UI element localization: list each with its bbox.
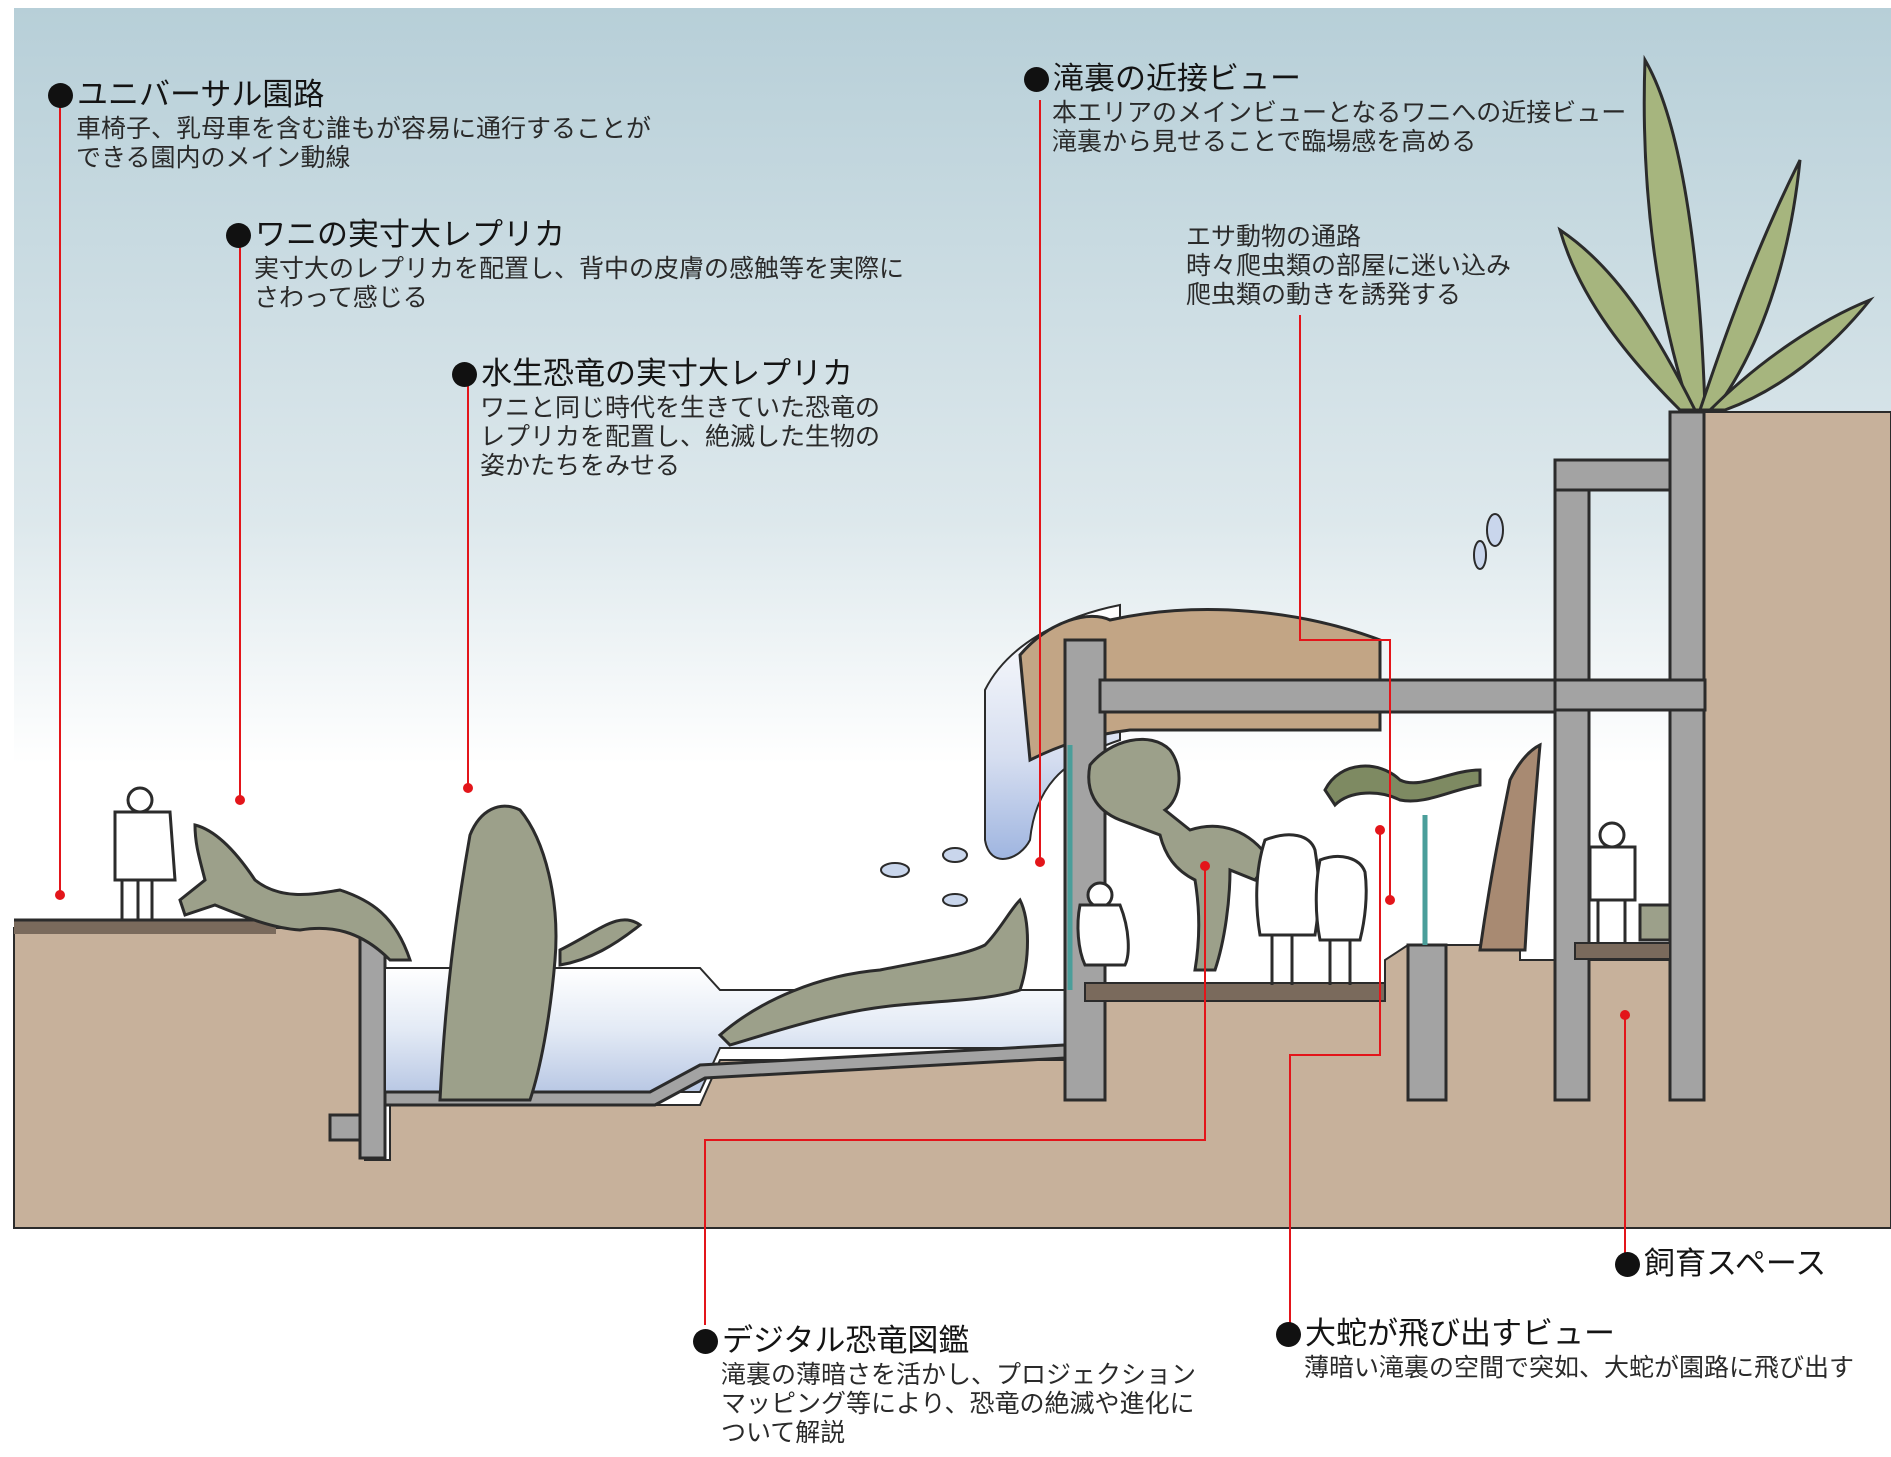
annotation-desc: ワニと同じ時代を生きていた恐竜の レプリカを配置し、絶滅した生物の 姿かたちをみ… (480, 393, 881, 480)
tree (1478, 742, 1542, 952)
annotation-feed-path: エサ動物の通路 時々爬虫類の部屋に迷い込み 爬虫類の動きを誘発する (1186, 222, 1512, 309)
annotation-croc-replica: ワニの実寸大レプリカ 実寸大のレプリカを配置し、背中の皮膚の感触等を実際に さわ… (226, 216, 904, 312)
annotation-universal-path: ユニバーサル園路 車椅子、乳母車を含む誰もが容易に通行することが できる園内のメ… (48, 76, 651, 172)
bullet-icon (48, 82, 73, 108)
crocodile-replica (178, 823, 413, 962)
viewing-floor (1084, 982, 1386, 1002)
aquatic-dinosaur-replica (438, 804, 558, 1102)
annotation-title: 滝裏の近接ビュー (1053, 61, 1301, 97)
crocodile-in-pool (717, 897, 1029, 1047)
annotation-title: 飼育スペース (1644, 1246, 1827, 1282)
leader-endpoints (55, 783, 1630, 1020)
annotation-waterfall-view: 滝裏の近接ビュー 本エリアのメインビューとなるワニへの近接ビュー 滝裏から見せる… (1024, 60, 1626, 156)
annotation-title: 水生恐竜の実寸大レプリカ (481, 356, 853, 392)
walkway-deck (14, 920, 276, 934)
annotation-snake-view: 大蛇が飛び出すビュー 薄暗い滝裏の空間で突如、大蛇が園路に飛び出す (1276, 1315, 1854, 1382)
keeper-figure (1588, 821, 1672, 943)
annotation-title: ユニバーサル園路 (77, 77, 325, 113)
bullet-icon (1024, 66, 1049, 92)
building-frame (1063, 410, 1707, 1102)
annotation-digital-dino: デジタル恐竜図鑑 滝裏の薄暗さを活かし、プロジェクション マッピング等により、恐… (693, 1322, 1196, 1447)
trex-replica (1087, 737, 1272, 972)
annotation-desc: 実寸大のレプリカを配置し、背中の皮膚の感触等を実際に さわって感じる (254, 254, 905, 312)
visitor-group (1076, 833, 1368, 985)
annotation-desc: 本エリアのメインビューとなるワニへの近接ビュー 滝裏から見せることで臨場感を高め… (1052, 98, 1627, 156)
visitor-figure-left (113, 786, 177, 920)
annotation-desc: 車椅子、乳母車を含む誰もが容易に通行することが できる園内のメイン動線 (76, 114, 652, 172)
rooftop-plant (1557, 54, 1875, 412)
leader-lines (59, 100, 1626, 1325)
bullet-icon (693, 1328, 718, 1354)
annotation-aquatic-dino: 水生恐竜の実寸大レプリカ ワニと同じ時代を生きていた恐竜の レプリカを配置し、絶… (452, 355, 880, 480)
annotation-title: デジタル恐竜図鑑 (722, 1323, 970, 1359)
bullet-icon (1276, 1321, 1301, 1347)
annotation-title: ワニの実寸大レプリカ (255, 217, 565, 253)
annotation-desc: 薄暗い滝裏の空間で突如、大蛇が園路に飛び出す (1304, 1353, 1855, 1382)
annotation-breeding-space: 飼育スペース (1615, 1245, 1826, 1283)
annotation-desc: 滝裏の薄暗さを活かし、プロジェクション マッピング等により、恐竜の絶滅や進化に … (721, 1360, 1197, 1447)
annotation-title: 大蛇が飛び出すビュー (1305, 1316, 1615, 1352)
snake (1323, 764, 1482, 808)
bullet-icon (226, 222, 251, 248)
bullet-icon (452, 361, 477, 387)
bullet-icon (1615, 1251, 1640, 1277)
water-splashes (880, 513, 1504, 907)
